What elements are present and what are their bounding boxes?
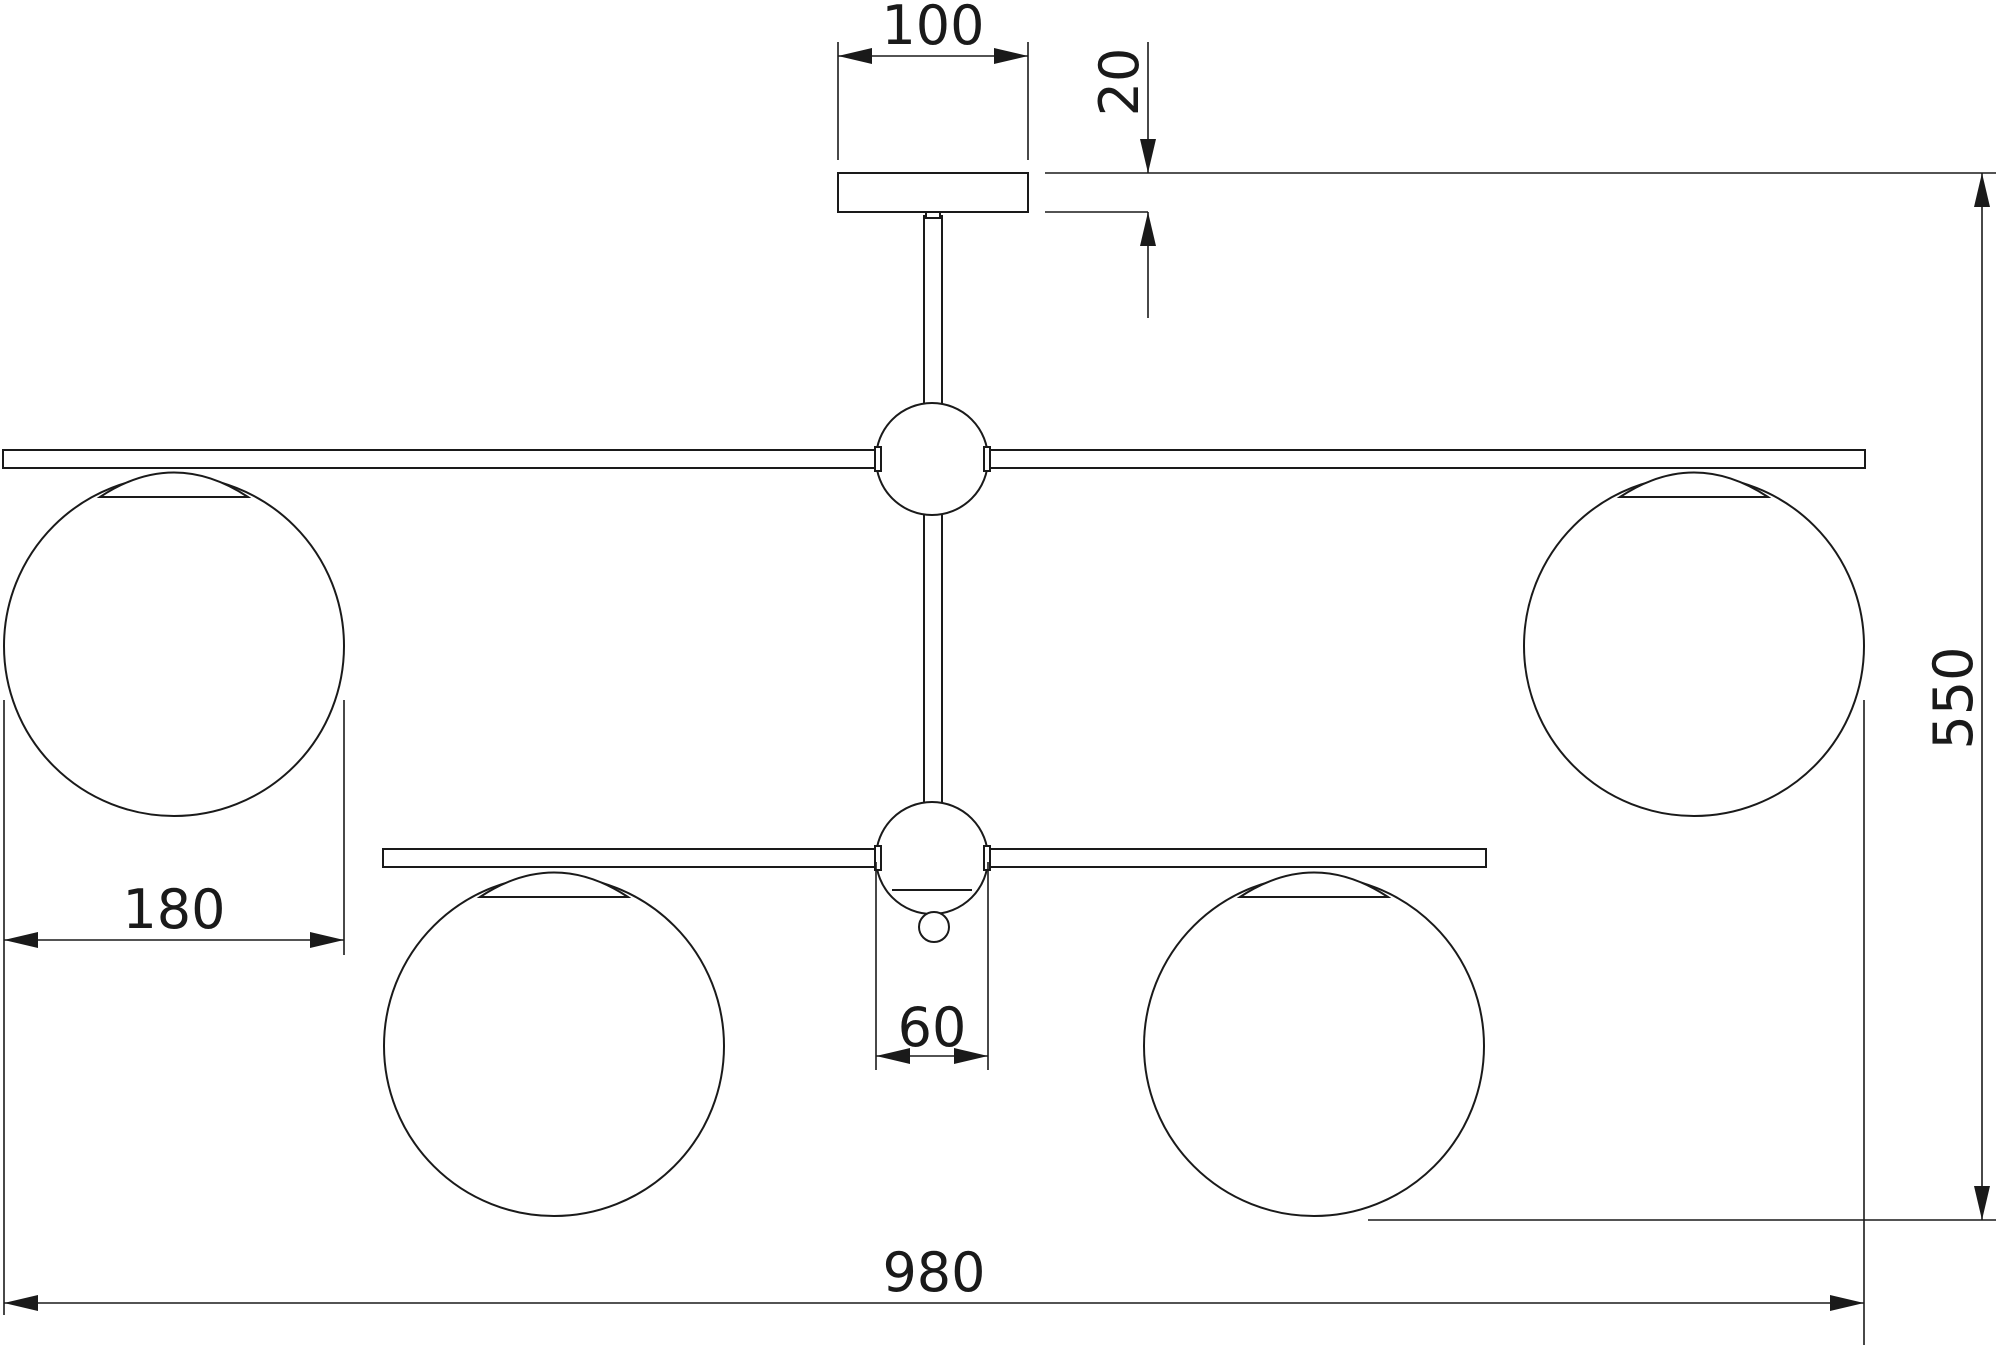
globe-lower-right [1143, 871, 1485, 1217]
dimension-globe-diameter: 180 [3, 700, 345, 1315]
dimension-total-width: 980 [4, 700, 1865, 1345]
dimension-label-plate-width: 100 [881, 0, 984, 57]
dimension-label-hub-diameter: 60 [898, 996, 967, 1059]
dimension-label-total-height: 550 [1922, 646, 1985, 749]
lower-hub-sphere [875, 801, 989, 915]
dimension-hub-diameter: 60 [875, 862, 989, 1070]
middle-stem [923, 511, 943, 805]
upper-hub-sphere [875, 402, 989, 516]
upper-hub-collar-left [874, 446, 882, 472]
globe-upper-right [1523, 471, 1865, 817]
dimension-label-total-width: 980 [882, 1241, 985, 1304]
lower-hub-collar-left [874, 845, 882, 871]
ceiling-plate [837, 172, 1029, 213]
upper-hub-collar-right [983, 446, 991, 472]
bottom-finial [918, 911, 950, 943]
globe-lower-left [383, 871, 725, 1217]
dimension-label-globe-diameter: 180 [122, 878, 225, 941]
stem-connector [925, 211, 941, 219]
lower-hub-collar-right [983, 845, 991, 871]
dimension-plate-width: 100 [837, 0, 1029, 160]
dimension-plate-height: 20 [1045, 42, 1156, 318]
chandelier-fixture [2, 172, 1866, 1217]
dimension-total-height: 550 [1148, 172, 1996, 1221]
upper-stem [923, 215, 943, 405]
dimension-label-plate-height: 20 [1088, 48, 1151, 117]
globe-upper-left [3, 471, 345, 817]
